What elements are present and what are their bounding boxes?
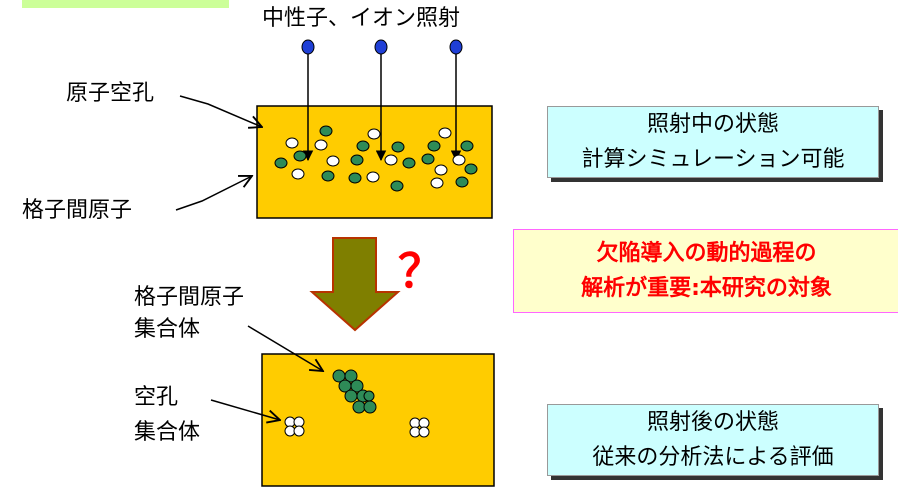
- interstitial-atom: [421, 153, 435, 165]
- interstitial-atom: [363, 390, 375, 402]
- interstitial-atom: [344, 389, 358, 403]
- vacancy: [418, 426, 430, 438]
- sample-during-irradiation: [256, 105, 493, 219]
- interstitial-cluster: [332, 369, 377, 414]
- pointer-arrow-vacancy: [179, 95, 262, 127]
- vacancy: [366, 171, 380, 183]
- interstitial-atom: [390, 180, 404, 192]
- pointer-arrow-interstitial-cluster: [247, 325, 323, 371]
- vacancy: [452, 154, 466, 166]
- box-after-line1: 照射後の状態: [646, 409, 779, 435]
- interstitial-atom: [455, 176, 469, 188]
- vacancy-cluster-label-line2: 集合体: [134, 420, 201, 445]
- interstitial-atom: [391, 141, 405, 153]
- vacancy: [326, 155, 340, 167]
- interstitial-atom: [274, 157, 288, 169]
- interstitial-atom: [363, 400, 377, 414]
- state-after-irradiation-box: 照射後の状態 従来の分析法による評価: [547, 404, 879, 476]
- defects-during: [274, 125, 478, 192]
- vacancy: [293, 425, 305, 437]
- vacancy: [434, 164, 448, 176]
- process-arrow: [309, 237, 401, 332]
- box-during-line1: 照射中の状態: [646, 111, 779, 137]
- incident-particles: [301, 39, 463, 162]
- interstitial-atom: [427, 140, 441, 152]
- state-during-irradiation-box: 照射中の状態 計算シミュレーション可能: [547, 106, 879, 178]
- title-tab: [22, 0, 229, 8]
- vacancy: [430, 177, 444, 189]
- interstitial-atom: [319, 125, 333, 137]
- vacancy: [438, 127, 452, 139]
- interstitial-atom: [464, 163, 478, 175]
- incident-particle: [301, 39, 315, 55]
- interstitial-label: 格子間原子: [22, 198, 133, 223]
- incident-particle: [374, 39, 388, 55]
- vacancy: [367, 128, 381, 140]
- vacancy: [285, 137, 299, 149]
- vacancy-label: 原子空孔: [66, 81, 155, 106]
- vacancy: [384, 154, 398, 166]
- interstitial-atom: [356, 140, 370, 152]
- research-target-box: 欠陥導入の動的過程の 解析が重要:本研究の対象: [513, 229, 898, 313]
- interstitial-atom: [460, 140, 474, 152]
- interstitial-atom: [344, 369, 358, 383]
- pointer-arrow-vacancy-cluster: [210, 399, 280, 420]
- box-during-line2: 計算シミュレーション可能: [581, 147, 845, 172]
- interstitial-atom: [348, 172, 362, 184]
- pointer-arrow-interstitial: [175, 176, 252, 211]
- box-importance-line2: 解析が重要:本研究の対象: [581, 276, 832, 301]
- interstitial-atom: [352, 400, 366, 414]
- interstitial-atom: [350, 379, 364, 393]
- vacancy-cluster-right: [409, 417, 430, 438]
- box-importance-line1: 欠陥導入の動的過程の: [596, 240, 817, 266]
- box-after-line2: 従来の分析法による評価: [592, 445, 834, 470]
- interstitial-cluster-label-line2: 集合体: [134, 317, 201, 342]
- vacancy-cluster-left: [284, 416, 305, 437]
- vacancy: [291, 168, 305, 180]
- interstitial-atom: [321, 170, 335, 182]
- interstitial-atom: [350, 154, 364, 166]
- vacancy-cluster-label-line1: 空孔: [134, 385, 179, 410]
- question-mark: ？: [398, 244, 444, 298]
- vacancy: [314, 139, 328, 151]
- interstitial-atom: [293, 150, 307, 162]
- interstitial-cluster-label-line1: 格子間原子: [134, 285, 245, 310]
- irradiation-label: 中性子、イオン照射: [262, 6, 461, 31]
- incident-particle: [449, 39, 463, 55]
- interstitial-atom: [402, 157, 416, 169]
